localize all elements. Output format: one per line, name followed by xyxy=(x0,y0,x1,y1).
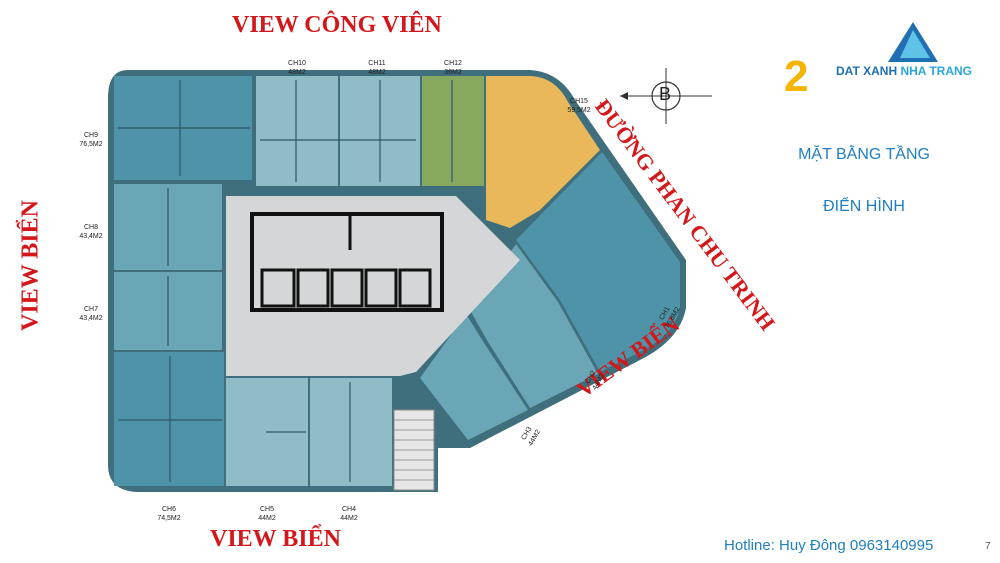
hotline: Hotline: Huy Đông 0963140995 xyxy=(724,537,934,554)
logo-text-part2: NHA TRANG xyxy=(900,64,973,78)
compass-arrow-icon xyxy=(620,92,628,100)
unit-ch3[interactable] xyxy=(420,314,528,440)
unit-ch10[interactable] xyxy=(256,76,338,186)
title-line-2: ĐIỂN HÌNH xyxy=(823,198,905,215)
core-corridor xyxy=(226,196,520,376)
unit-ch15[interactable] xyxy=(486,76,600,228)
logo-text-part1: DAT XANH xyxy=(836,64,898,78)
elevator-shaft-3 xyxy=(330,268,364,308)
compass-label: B xyxy=(659,84,672,104)
unit-ch12[interactable] xyxy=(422,76,484,186)
unit-ch6[interactable] xyxy=(114,352,224,486)
unit-ch2[interactable] xyxy=(470,244,598,408)
view-label-top: VIEW CÔNG VIÊN xyxy=(232,12,442,38)
view-label-left: VIEW BIỂN xyxy=(17,200,44,331)
elevator-shaft-1 xyxy=(260,268,296,308)
page-number: 2 xyxy=(784,52,809,101)
unit-ch4[interactable] xyxy=(310,378,392,486)
page-counter: 7 xyxy=(985,541,991,552)
elevator-core xyxy=(250,212,444,312)
elevator-shaft-2 xyxy=(296,268,330,308)
elevator-shaft-4 xyxy=(364,268,398,308)
title-line-1: MẶT BẰNG TẦNG xyxy=(798,146,930,163)
logo-text: DAT XANH NHA TRANG xyxy=(836,64,972,78)
unit-ch1[interactable] xyxy=(516,152,680,372)
view-label-bottom: VIEW BIỂN xyxy=(210,526,341,552)
elevator-shaft-5 xyxy=(398,268,432,308)
